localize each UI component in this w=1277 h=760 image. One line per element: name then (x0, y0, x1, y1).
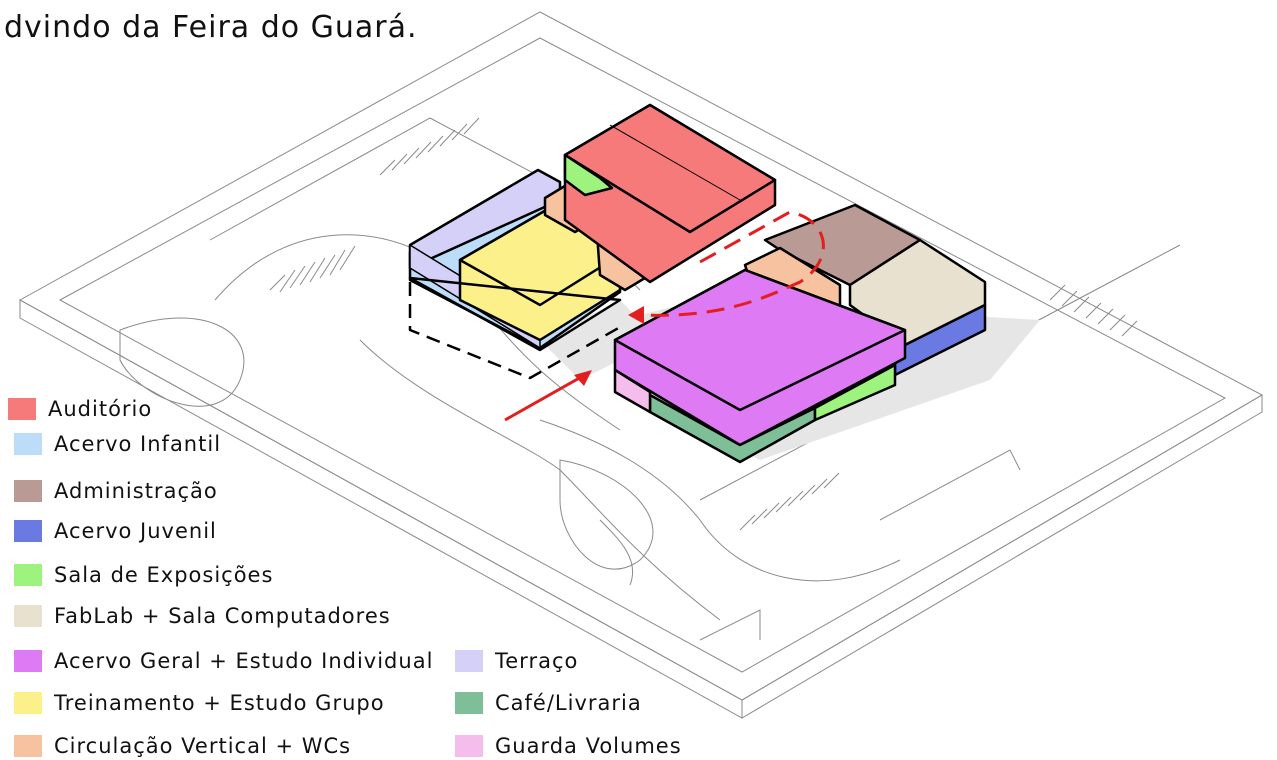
legend-item-terraco: Terraço (455, 648, 578, 674)
legend-swatch-treinamento (14, 692, 42, 714)
legend-swatch-fablab (14, 605, 42, 627)
legend-item-fablab: FabLab + Sala Computadores (14, 603, 391, 629)
circulation-arrows (504, 210, 825, 422)
legend-swatch-terraco (455, 650, 483, 672)
legend-swatch-administracao (14, 480, 42, 502)
legend-label: Circulação Vertical + WCs (54, 734, 352, 758)
legend-swatch-sala-exposicoes (14, 564, 42, 586)
legend-swatch-auditorio (8, 398, 36, 420)
legend-item-circulacao: Circulação Vertical + WCs (14, 733, 351, 759)
legend-item-cafe-livraria: Café/Livraria (455, 690, 642, 716)
legend-label: Treinamento + Estudo Grupo (54, 691, 385, 715)
building-shadow (540, 300, 660, 380)
legend-item-acervo-juvenil: Acervo Juvenil (14, 518, 217, 544)
legend-item-administracao: Administração (14, 478, 218, 504)
legend-swatch-cafe-livraria (455, 692, 483, 714)
auditorium-block (563, 103, 777, 284)
legend-label: Acervo Juvenil (54, 519, 217, 543)
legend-item-auditorio: Auditório (8, 396, 152, 422)
legend-swatch-circulacao (14, 735, 42, 757)
legend-label: Acervo Geral + Estudo Individual (54, 649, 434, 673)
legend-swatch-acervo-infantil (14, 433, 42, 455)
legend-label: Auditório (48, 397, 153, 421)
legend-item-sala-exposicoes: Sala de Exposições (14, 562, 273, 588)
entry-arrow-head (574, 370, 592, 386)
legend-label: FabLab + Sala Computadores (54, 604, 391, 628)
route-arrow-head (628, 306, 644, 324)
legend-item-guarda-volumes: Guarda Volumes (455, 733, 682, 759)
legend-swatch-acervo-juvenil (14, 520, 42, 542)
entry-arrow (504, 370, 591, 422)
legend-item-acervo-infantil: Acervo Infantil (14, 431, 221, 457)
parking-stripes (269, 117, 1138, 531)
east-block (613, 203, 987, 464)
legend-label: Administração (54, 479, 218, 503)
legend-label: Café/Livraria (495, 691, 642, 715)
diagram-title: dvindo da Feira do Guará. (4, 10, 418, 45)
legend-label: Sala de Exposições (54, 563, 274, 587)
legend-item-treinamento: Treinamento + Estudo Grupo (14, 690, 385, 716)
legend-swatch-guarda-volumes (455, 735, 483, 757)
legend-label: Guarda Volumes (495, 734, 682, 758)
legend-label: Terraço (495, 649, 579, 673)
legend-swatch-acervo-geral (14, 650, 42, 672)
legend-item-acervo-geral: Acervo Geral + Estudo Individual (14, 648, 433, 674)
legend-label: Acervo Infantil (54, 432, 222, 456)
internal-route (639, 210, 825, 317)
